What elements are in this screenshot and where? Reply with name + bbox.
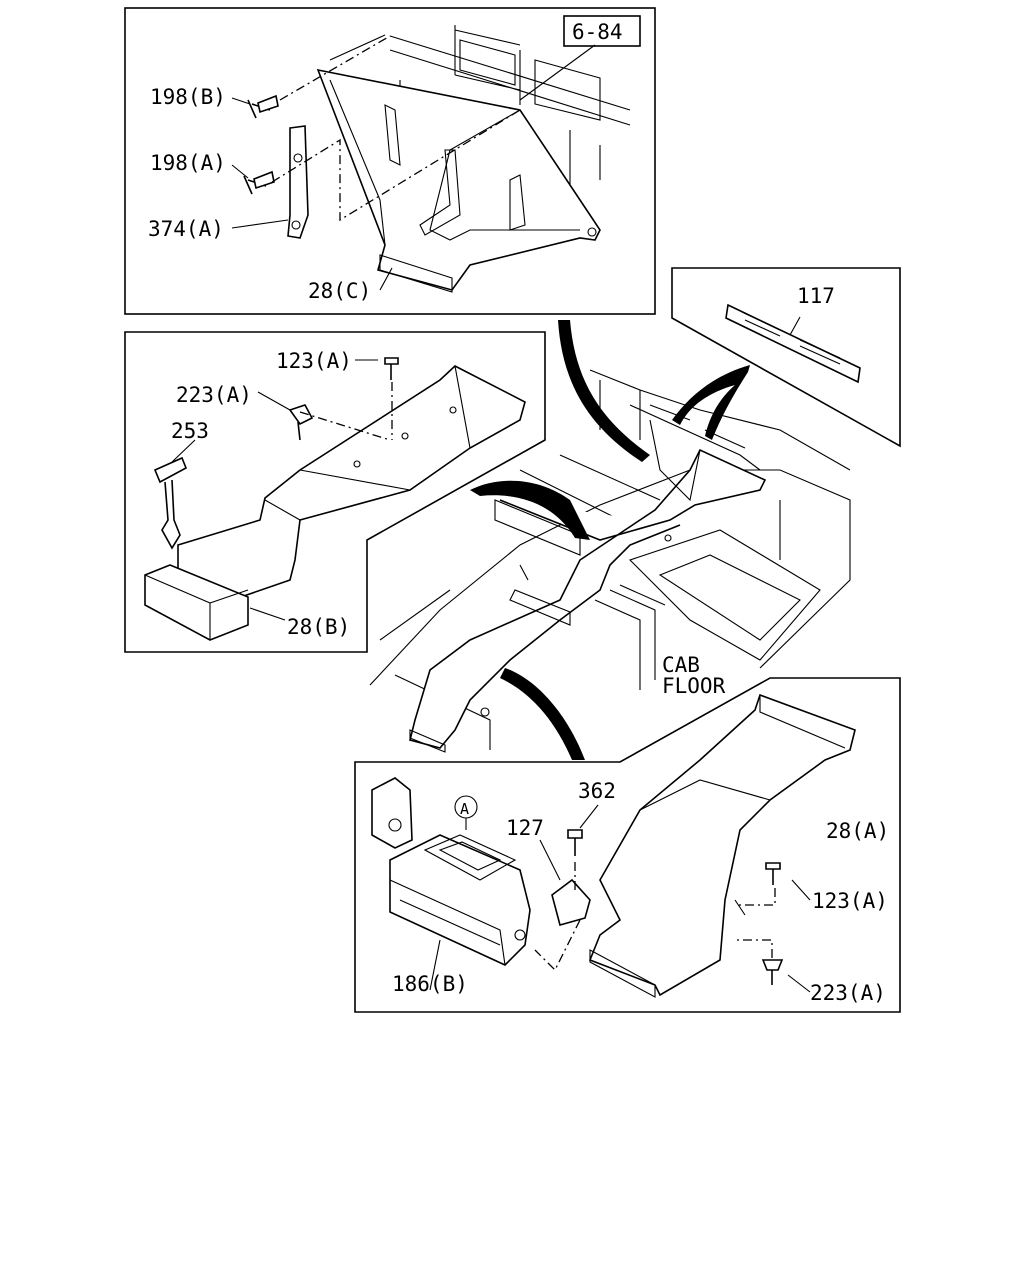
label-callout-a: A	[460, 800, 469, 818]
label-28c: 28(C)	[308, 279, 371, 303]
label-186b: 186(B)	[392, 972, 468, 996]
cab-floor-main: CAB FLOOR	[369, 320, 851, 760]
inset-rear-duct-28c: 6-84 198(B) 198(A) 374(A) 28(C)	[124, 7, 656, 315]
bracket-374a	[287, 125, 309, 239]
duct-28c	[316, 68, 601, 291]
ref-box-frame	[563, 15, 641, 47]
arrow-arc-bottom	[500, 668, 585, 760]
inset-duct-28a: A 362 127 28(A) 123(A) 223(A) 186(B)	[354, 677, 901, 1013]
label-253: 253	[171, 419, 209, 443]
duct-28a	[588, 693, 856, 997]
label-cab: CAB	[662, 653, 700, 677]
screw-362	[567, 829, 583, 839]
bracket-127	[551, 878, 591, 926]
inset-frame-117	[671, 267, 901, 448]
screw-123a-top	[384, 357, 399, 365]
label-362: 362	[578, 779, 616, 803]
arrow-arc-top	[558, 320, 650, 462]
inset-duct-28b: 123(A) 223(A) 253 28(B)	[124, 331, 546, 653]
module-186b	[371, 777, 531, 966]
label-28a: 28(A)	[826, 819, 889, 843]
label-374a: 374(A)	[148, 217, 224, 241]
inset-frame-bottom	[354, 677, 901, 1013]
fastener-253	[153, 456, 188, 550]
label-123a-top: 123(A)	[276, 349, 352, 373]
screw-198a	[243, 170, 275, 195]
label-223a-top: 223(A)	[176, 383, 252, 407]
label-123a-bot: 123(A)	[812, 889, 888, 913]
screw-123a-bot	[765, 862, 781, 870]
inset-frame-mid	[124, 331, 546, 653]
inset-frame-top	[124, 7, 656, 315]
label-28b: 28(B)	[287, 615, 350, 639]
arrow-arc-117	[672, 365, 750, 440]
label-127: 127	[506, 816, 544, 840]
arrow-arc-mid	[470, 480, 590, 540]
label-117: 117	[797, 284, 835, 308]
label-floor: FLOOR	[662, 674, 726, 698]
label-223a-bot: 223(A)	[810, 981, 886, 1005]
label-ref-6-84: 6-84	[572, 20, 623, 44]
clip-223a-top	[288, 404, 314, 426]
screw-198b	[247, 94, 279, 119]
inset-grille-117: 117	[671, 267, 901, 448]
label-198a: 198(A)	[150, 151, 226, 175]
clip-223a-bot	[761, 959, 784, 971]
label-198b: 198(B)	[150, 85, 226, 109]
duct-main	[409, 448, 767, 749]
